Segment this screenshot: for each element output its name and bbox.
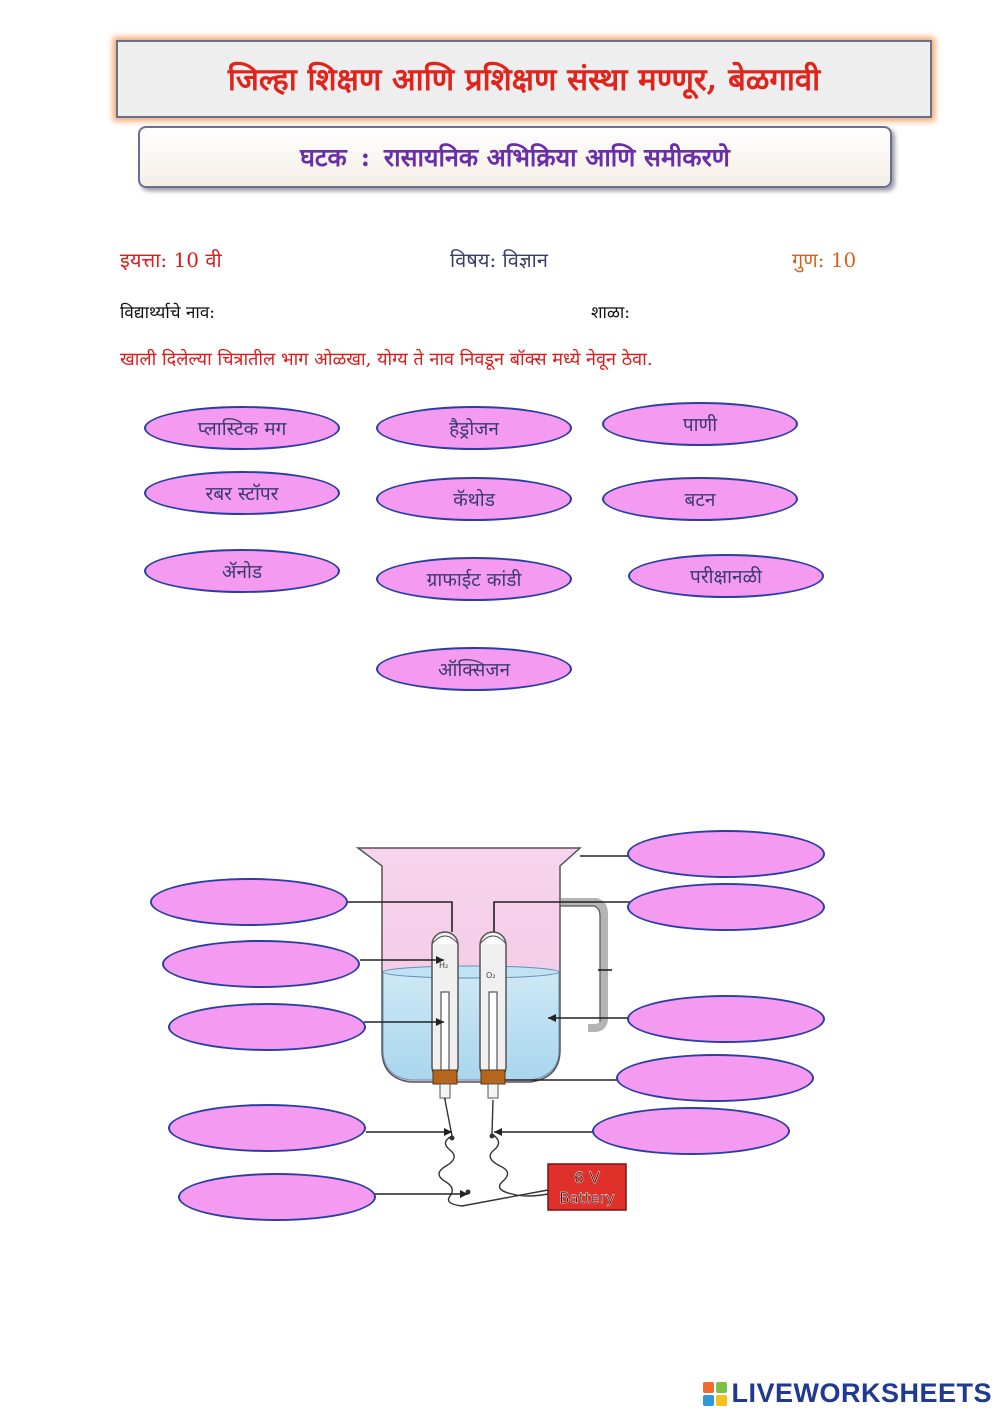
logo-square-4 [716,1394,728,1406]
student-name-label: विद्यार्थ्याचे नाव: [120,303,216,323]
drop-box-2[interactable] [150,878,348,926]
brand-name: LIVEWORKSHEETS [731,1378,992,1408]
beaker-handle [560,898,608,1032]
marks-label: गुण: 10 [792,248,857,272]
tube-left-gas: H₂ [439,961,448,970]
word-chip-plastic-mug[interactable]: प्लास्टिक मग [144,406,340,450]
drop-box-8[interactable] [168,1104,366,1152]
instruction-text: खाली दिलेल्या चित्रातील भाग ओळखा, योग्य … [120,349,653,370]
stopper-right [480,1069,506,1085]
battery [547,1163,627,1211]
tube-right-gas: O₂ [486,971,496,980]
pointer-lines [348,855,630,1195]
word-chip-anode[interactable]: ॲनोड [144,549,340,593]
water [382,967,560,1081]
word-chip-oxygen[interactable]: ऑक्सिजन [376,647,572,691]
word-chip-water[interactable]: पाणी [602,402,798,446]
unit-title-banner: घटक : रासायनिक अभिक्रिया आणि समीकरणे [138,126,892,188]
wire-right [489,1099,549,1197]
battery-voltage: 6 V [574,1168,600,1187]
logo-square-2 [716,1381,728,1393]
battery-label: Battery [559,1189,615,1207]
drop-box-4[interactable] [162,940,360,988]
stopper-left [432,1069,458,1085]
drop-box-6[interactable] [627,995,825,1043]
word-chip-test-tube[interactable]: परीक्षानळी [628,554,824,598]
logo-mark-icon [703,1381,728,1406]
unit-title: रासायनिक अभिक्रिया आणि समीकरणे [383,143,730,172]
drop-box-9[interactable] [592,1107,790,1155]
subject-label: विषय: विज्ञान [450,248,548,272]
electrolysis-diagram: H₂ O₂ 6 V Battery [348,847,630,1211]
word-chip-rubber-stopper[interactable]: रबर स्टॉपर [144,471,340,515]
word-chip-button[interactable]: बटन [602,477,798,521]
word-chip-cathode[interactable]: कॅथोड [376,477,572,521]
drop-box-3[interactable] [627,883,825,931]
unit-separator: : [360,142,370,172]
class-label: इयत्ता: 10 वी [120,248,222,272]
liveworksheets-logo: LIVEWORKSHEETS [703,1378,992,1409]
school-label: शाळा: [591,303,631,323]
drop-box-7[interactable] [616,1054,814,1102]
drop-box-10[interactable] [178,1173,376,1221]
drop-box-5[interactable] [168,1003,366,1051]
drop-box-1[interactable] [627,830,825,878]
word-chip-graphite-rod[interactable]: ग्राफाईट कांडी [376,557,572,601]
unit-label: घटक [300,143,347,172]
wire-left [438,1099,549,1207]
logo-square-3 [703,1394,715,1406]
page-title: जिल्हा शिक्षण आणि प्रशिक्षण संस्था मण्णू… [116,40,932,118]
logo-square-1 [703,1381,715,1393]
word-chip-hydrogen[interactable]: हैड्रोजन [376,406,572,450]
